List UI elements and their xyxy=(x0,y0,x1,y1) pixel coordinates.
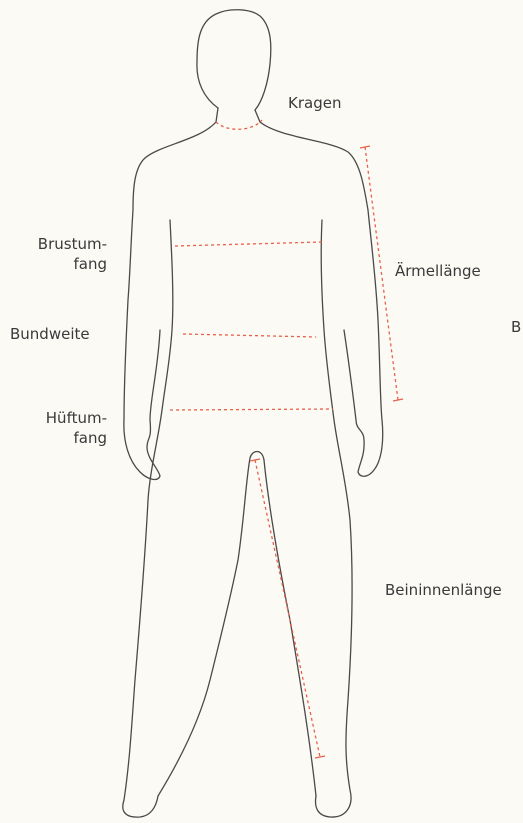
waist-label: Bundweite xyxy=(10,324,90,344)
head-outline xyxy=(197,10,271,110)
chest-measure-line xyxy=(175,242,322,246)
body-outline xyxy=(123,10,383,817)
sleeve-label: Ärmellänge xyxy=(395,261,481,281)
hip-label-line2: fang xyxy=(30,428,107,448)
waist-measure-line xyxy=(183,334,316,337)
collar-measure-line xyxy=(216,120,262,129)
collar-label: Kragen xyxy=(288,93,341,113)
right-underarm xyxy=(316,220,353,817)
chest-label-line1: Brustum- xyxy=(30,234,107,254)
inseam-label: Beininnenlänge xyxy=(385,580,502,600)
sleeve-measure-line xyxy=(365,147,398,400)
hip-label: Hüftum- fang xyxy=(30,408,107,448)
inseam-measure-line xyxy=(255,460,320,757)
measurement-end-ticks xyxy=(250,146,403,758)
edge-fragment-label: B xyxy=(511,317,521,337)
torso-right-outline xyxy=(255,110,383,476)
hip-measure-line xyxy=(170,409,333,410)
right-inner-leg xyxy=(264,460,316,796)
left-inner-leg xyxy=(158,452,264,797)
chest-label: Brustum- fang xyxy=(30,234,107,274)
torso-left-outline xyxy=(124,108,218,479)
hip-label-line1: Hüftum- xyxy=(30,408,107,428)
left-underarm xyxy=(123,220,173,817)
chest-label-line2: fang xyxy=(30,254,107,274)
inseam-bottom-tick xyxy=(315,756,325,758)
